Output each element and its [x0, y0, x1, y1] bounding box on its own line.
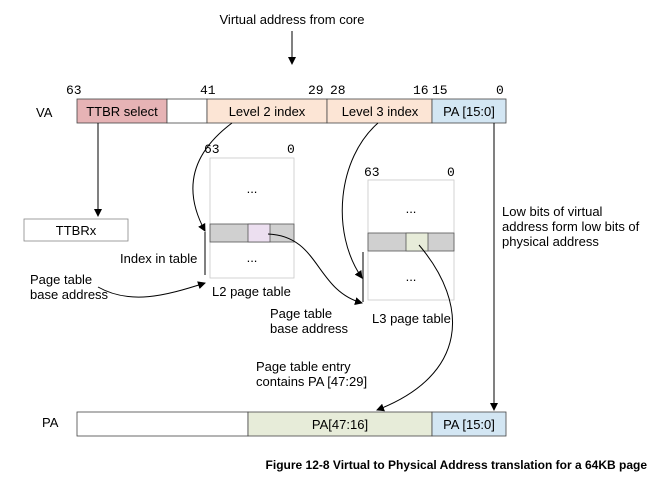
ttbrx-label: TTBRx	[56, 223, 97, 238]
l2-table-box	[209, 157, 295, 279]
l3-dots-top: ...	[406, 201, 417, 216]
l2-dots-bottom: ...	[247, 250, 258, 265]
va-level2-field	[206, 98, 328, 124]
pa-low-field	[431, 411, 507, 437]
l3-entry-index-field	[405, 232, 429, 252]
l2-bit-63: 63	[204, 142, 220, 157]
l3-dots-bottom: ...	[406, 269, 417, 284]
ttbrx-to-l2-base-arrow	[97, 281, 206, 298]
low-bits-line2: address form low bits of	[502, 219, 640, 234]
pa-low-label: PA [15:0]	[443, 417, 495, 432]
pa-unused-field	[76, 411, 249, 437]
va-bit-63: 63	[66, 83, 82, 98]
index-in-table-label: Index in table	[120, 251, 197, 266]
l2-table-name: L2 page table	[212, 284, 291, 299]
l2-entry-index-field	[247, 223, 271, 243]
va-bit-15: 15	[432, 83, 448, 98]
l3-index-arrow	[341, 122, 379, 279]
va-bit-41: 41	[200, 83, 216, 98]
ttbrx-box	[23, 218, 129, 242]
low-bits-line3: physical address	[502, 234, 599, 249]
pte-contains-line2: contains PA [47:29]	[256, 374, 367, 389]
diagram-title: Virtual address from core	[220, 12, 365, 27]
va-ttbr-select-label: TTBR select	[86, 104, 158, 119]
figure-caption: Figure 12-8 Virtual to Physical Address …	[266, 458, 648, 472]
va-row-label: VA	[36, 105, 53, 120]
va-bit-16: 16	[413, 83, 429, 98]
pt-base-2-line1: Page table	[270, 306, 332, 321]
va-pa-low-field	[431, 98, 507, 124]
l3-bit-0: 0	[447, 165, 455, 180]
pt-base-1-line2: base address	[30, 287, 109, 302]
va-bit-0: 0	[496, 83, 504, 98]
l3-bit-63: 63	[364, 165, 380, 180]
pa-row-label: PA	[42, 415, 59, 430]
l2-dots-top: ...	[247, 181, 258, 196]
pte-contains-line1: Page table entry	[256, 359, 351, 374]
va-level3-field	[326, 98, 433, 124]
low-bits-line1: Low bits of virtual	[502, 204, 603, 219]
va-level2-label: Level 2 index	[229, 104, 306, 119]
pt-base-2-line2: base address	[270, 321, 349, 336]
va-bit-29: 29	[308, 83, 324, 98]
pa-high-label: PA[47:16]	[312, 417, 368, 432]
l2-index-arrow	[192, 122, 233, 232]
l3-entry-to-pa-arrow	[376, 244, 453, 412]
l2-entry-to-l3-arrow	[267, 233, 363, 305]
pt-base-1-line1: Page table	[30, 272, 92, 287]
va-pa-low-label: PA [15:0]	[443, 104, 495, 119]
l3-table-name: L3 page table	[372, 311, 451, 326]
l2-bit-0: 0	[287, 142, 295, 157]
va-level3-label: Level 3 index	[342, 104, 419, 119]
va-bit-28: 28	[330, 83, 346, 98]
va-unused-field	[166, 98, 208, 124]
